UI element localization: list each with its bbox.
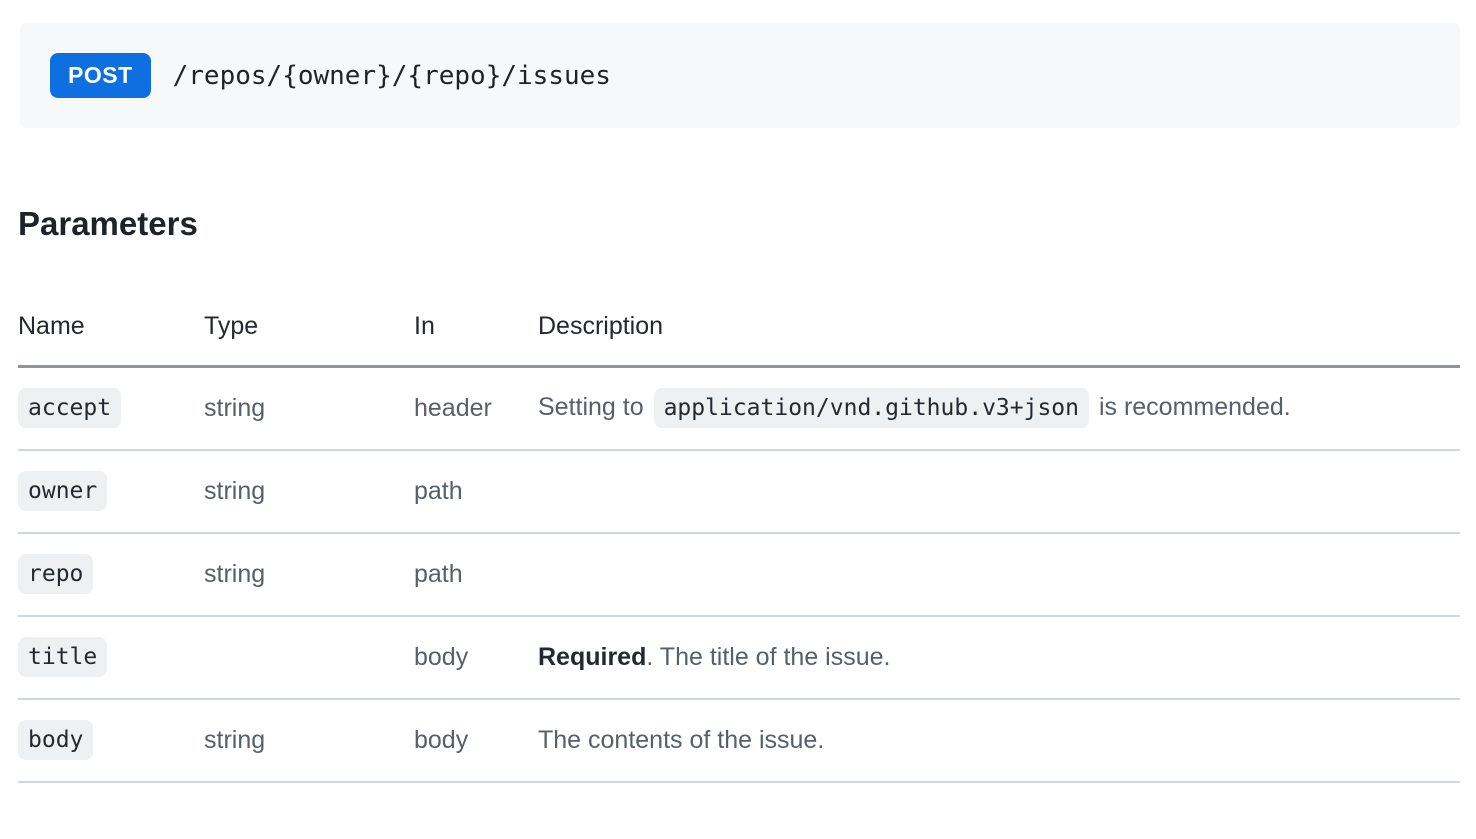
param-type-cell <box>204 615 414 700</box>
param-in-cell: body <box>414 698 538 783</box>
param-description-cell <box>538 532 1460 617</box>
param-in-cell: path <box>414 532 538 617</box>
param-description-cell: Required. The title of the issue. <box>538 615 1460 700</box>
param-name-code: body <box>18 720 94 760</box>
parameters-table-head: Name Type In Description <box>18 302 1460 368</box>
table-header-row: Name Type In Description <box>18 302 1460 368</box>
parameters-heading: Parameters <box>18 205 198 242</box>
description-required-label: Required <box>538 642 647 671</box>
param-description-cell: The contents of the issue. <box>538 698 1460 783</box>
description-code: application/vnd.github.v3+json <box>653 388 1089 429</box>
http-method-badge: POST <box>50 53 151 98</box>
param-description-cell <box>538 449 1460 534</box>
description-text: is recommended. <box>1092 393 1291 422</box>
endpoint-path: /repos/{owner}/{repo}/issues <box>172 60 611 91</box>
param-in-cell: body <box>414 615 538 700</box>
endpoint-header: POST /repos/{owner}/{repo}/issues <box>20 23 1460 128</box>
param-name-code: title <box>18 637 108 677</box>
param-name-cell: accept <box>18 366 204 451</box>
param-description-cell: Setting to application/vnd.github.v3+jso… <box>538 366 1460 451</box>
description-text: The contents of the issue. <box>538 725 825 754</box>
column-header-in: In <box>414 302 538 368</box>
column-header-description: Description <box>538 302 1460 368</box>
param-name-cell: title <box>18 615 204 700</box>
description-text: . The title of the issue. <box>646 642 891 671</box>
param-name-code: accept <box>18 388 122 429</box>
param-type-cell: string <box>204 698 414 783</box>
param-type-cell: string <box>204 366 414 451</box>
param-name-cell: owner <box>18 449 204 534</box>
param-name-cell: repo <box>18 532 204 617</box>
param-in-cell: path <box>414 449 538 534</box>
column-header-type: Type <box>204 302 414 368</box>
param-name-cell: body <box>18 698 204 783</box>
param-name-code: repo <box>18 554 94 594</box>
param-type-cell: string <box>204 449 414 534</box>
param-name-code: owner <box>18 471 108 511</box>
column-header-name: Name <box>18 302 204 368</box>
param-type-cell: string <box>204 532 414 617</box>
param-in-cell: header <box>414 366 538 451</box>
description-text: Setting to <box>538 393 651 422</box>
